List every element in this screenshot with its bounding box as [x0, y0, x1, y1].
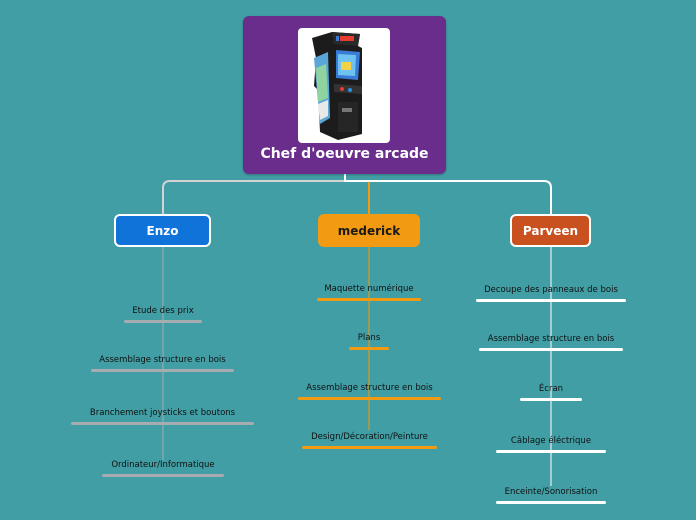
leaf-mederick-assemblage[interactable]: Assemblage structure en bois: [298, 380, 441, 400]
connector-root-parveen: [344, 174, 552, 214]
leaf-mederick-plans[interactable]: Plans: [349, 330, 389, 350]
connector-root-enzo: [162, 174, 346, 214]
leaf-parveen-enceinte[interactable]: Enceinte/Sonorisation: [496, 484, 606, 504]
root-title: Chef d'oeuvre arcade: [260, 146, 429, 162]
arcade-cabinet-image: [298, 28, 390, 143]
leaf-enzo-ordinateur[interactable]: Ordinateur/Informatique: [102, 457, 224, 477]
root-topic[interactable]: Chef d'oeuvre arcade: [243, 16, 446, 174]
branch-enzo[interactable]: Enzo: [114, 214, 211, 247]
leaf-enzo-etude-prix[interactable]: Etude des prix: [124, 303, 202, 323]
leaf-parveen-cablage[interactable]: Câblage éléctrique: [496, 433, 606, 453]
leaf-mederick-maquette[interactable]: Maquette numérique: [317, 281, 421, 301]
branch-mederick[interactable]: mederick: [318, 214, 420, 247]
leaf-parveen-decoupe[interactable]: Decoupe des panneaux de bois: [476, 282, 626, 302]
leaf-enzo-branchement[interactable]: Branchement joysticks et boutons: [71, 405, 254, 425]
leaf-parveen-ecran[interactable]: Écran: [520, 381, 582, 401]
leaf-mederick-design[interactable]: Design/Décoration/Peinture: [302, 429, 437, 449]
branch-parveen[interactable]: Parveen: [510, 214, 591, 247]
leaf-enzo-assemblage[interactable]: Assemblage structure en bois: [91, 352, 234, 372]
leaf-parveen-assemblage[interactable]: Assemblage structure en bois: [479, 331, 623, 351]
